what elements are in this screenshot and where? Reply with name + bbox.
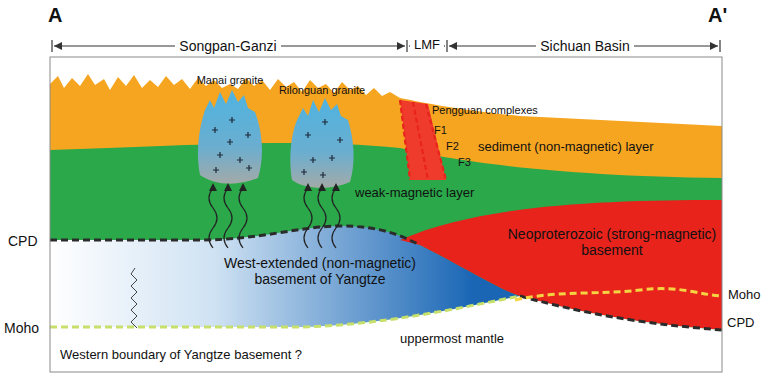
section-end-label: A [48, 4, 62, 27]
basement-label: West-extended (non-magnetic) basement of… [215, 255, 425, 287]
layer-label: sediment (non-magnetic) layer [478, 140, 654, 155]
granite-label: Rilonguan granite [279, 84, 365, 97]
granite-label: Manai granite [197, 74, 264, 87]
region-label: Sichuan Basin [536, 38, 634, 54]
depth-label: Moho [728, 288, 761, 303]
depth-label: CPD [727, 316, 754, 331]
depth-label: CPD [8, 233, 38, 249]
basement-label: Neoproterozoic (strong-magnetic) basemen… [497, 226, 727, 258]
boundary-note: Western boundary of Yangtze basement ? [60, 348, 302, 363]
complex-label: Pengguan complexes [432, 104, 538, 117]
fault-label: F3 [458, 156, 471, 169]
fault-zone-label: LMF [410, 38, 444, 53]
region-label: Songpan-Ganzi [175, 38, 280, 54]
layer-label: weak-magnetic layer [355, 186, 474, 201]
fault-label: F1 [434, 124, 447, 137]
fault-label: F2 [446, 140, 459, 153]
section-end-label: A' [708, 4, 727, 27]
mantle-label: uppermost mantle [400, 332, 504, 347]
depth-label: Moho [4, 320, 39, 336]
